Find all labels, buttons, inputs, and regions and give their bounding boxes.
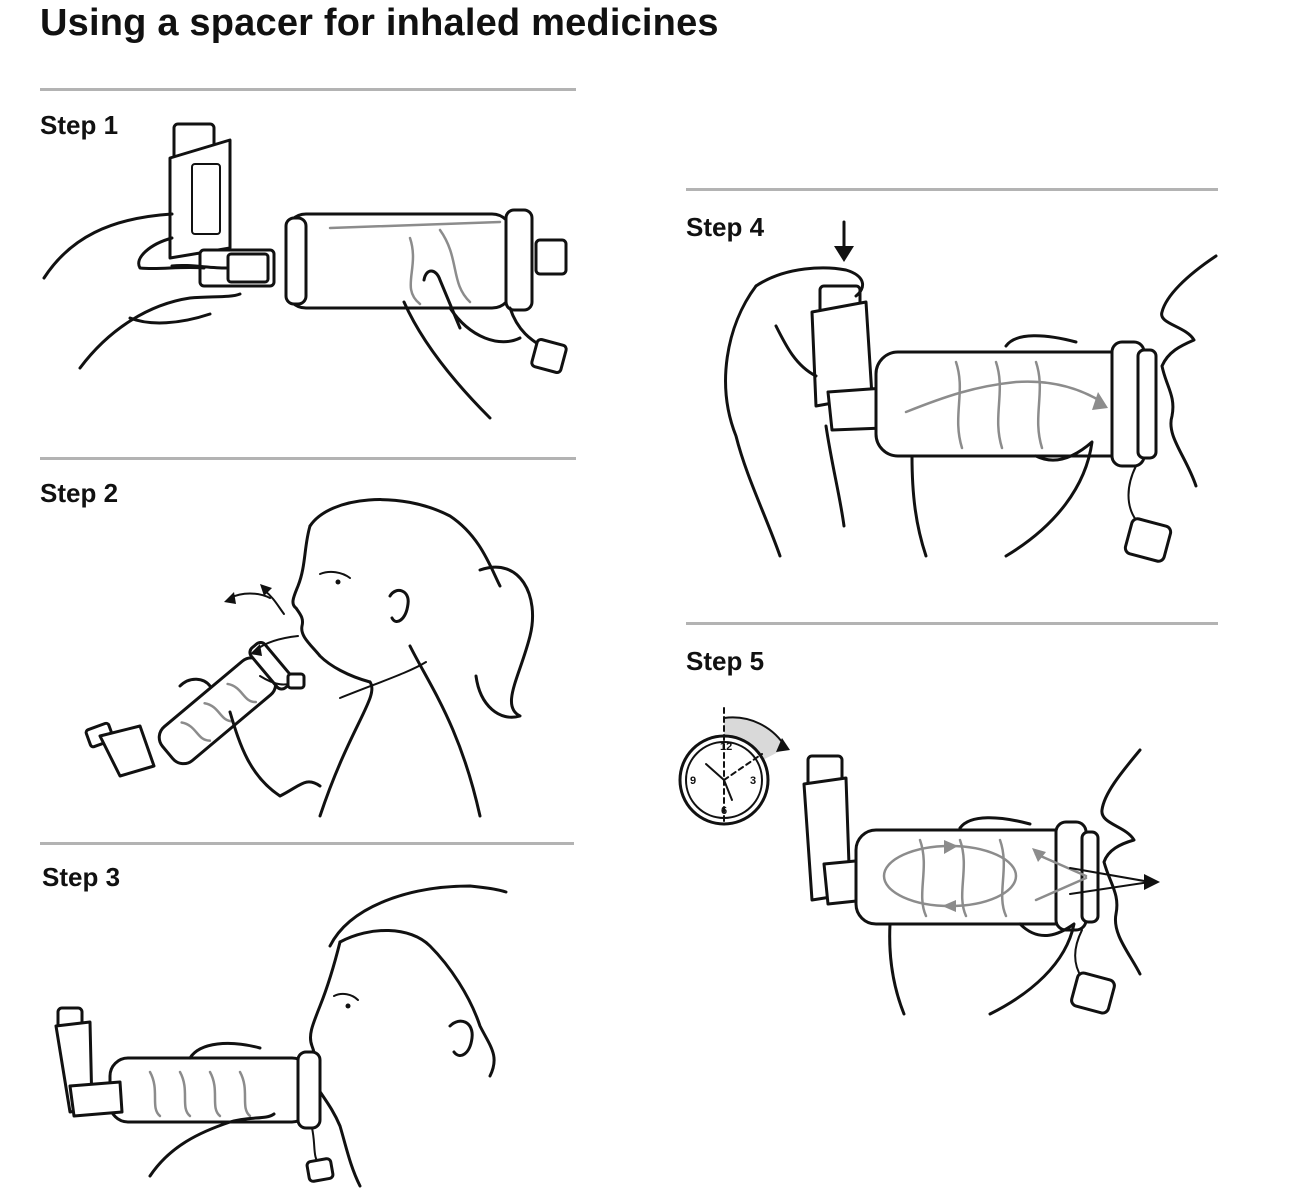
page-title: Using a spacer for inhaled medicines: [40, 2, 719, 44]
divider-step-3: [40, 842, 574, 845]
divider-step-2: [40, 457, 576, 460]
clock-numeral-12: 12: [720, 741, 732, 753]
step-5-illustration: [802, 748, 1160, 1016]
exhale-arrow-icon: [1144, 874, 1160, 890]
divider-step-5: [686, 622, 1218, 625]
clock-icon: 12 3 6 9: [678, 707, 790, 826]
clock-numeral-9: 9: [690, 775, 696, 787]
step-3-label: Step 3: [42, 862, 121, 892]
clock-numeral-3: 3: [750, 775, 756, 787]
step-3-illustration: [54, 884, 508, 1188]
step-4-illustration: [724, 220, 1218, 563]
step-4-label: Step 4: [686, 212, 765, 242]
step-2-label: Step 2: [40, 478, 119, 508]
step-1-illustration: [42, 122, 568, 420]
step-2-illustration: [84, 498, 535, 818]
clock-numeral-6: 6: [721, 805, 727, 817]
step-1-label: Step 1: [40, 110, 119, 140]
press-down-arrow-icon: [834, 246, 854, 262]
divider-step-1: [40, 88, 576, 91]
divider-step-4: [686, 188, 1218, 191]
step-5-label: Step 5: [686, 646, 765, 676]
